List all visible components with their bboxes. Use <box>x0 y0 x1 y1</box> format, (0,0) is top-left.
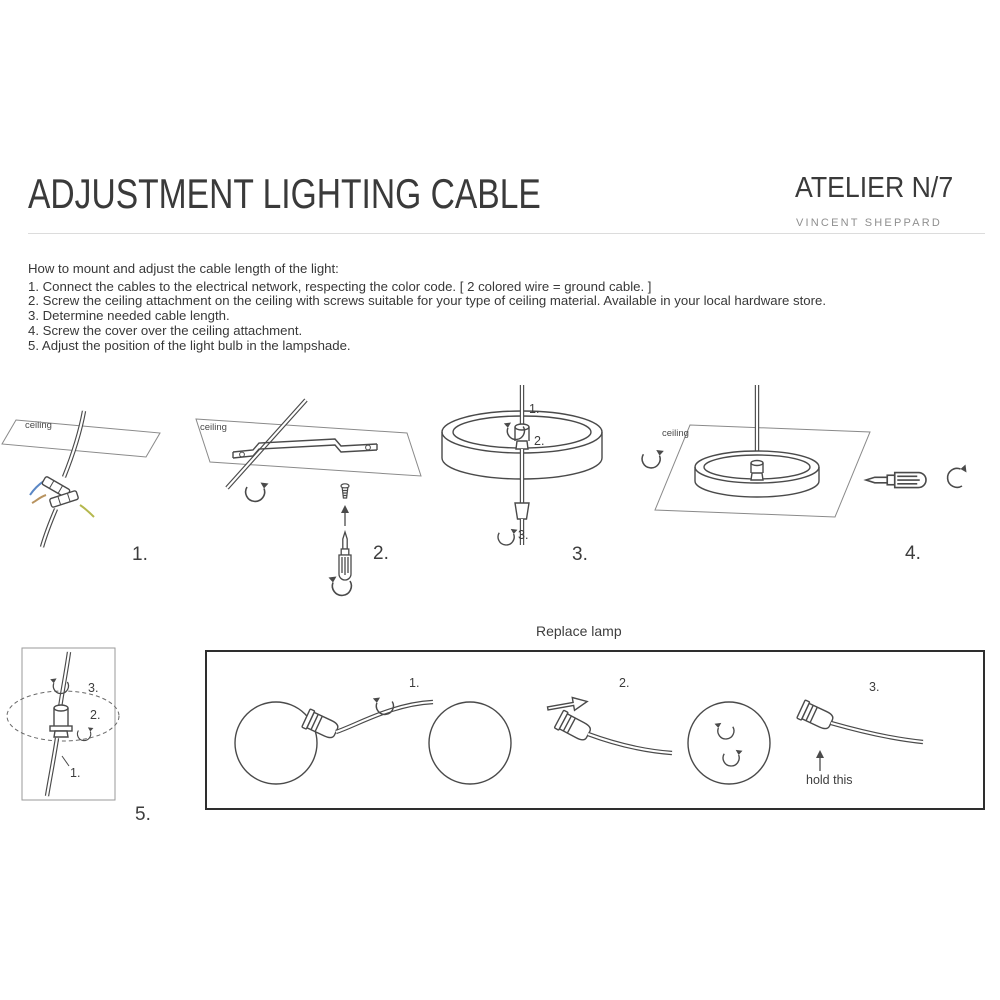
light-bulb <box>428 701 512 785</box>
cable-line <box>61 410 87 478</box>
diagram-step3 <box>441 385 603 546</box>
step3-number-label: 3. <box>572 544 588 565</box>
instruction-step-1: 1. Connect the cables to the electrical … <box>28 278 652 294</box>
cable-line <box>39 508 59 548</box>
rotation-arrow-icon <box>946 463 968 489</box>
page-title: ADJUSTMENT LIGHTING CABLE <box>28 170 541 217</box>
ceiling-label: ceiling <box>662 428 689 439</box>
step3-substep3-label: 3. <box>518 528 529 542</box>
light-bulb <box>234 701 318 785</box>
cover-bottom-edge <box>694 480 820 498</box>
brand-subtitle: VINCENT SHEPPARD <box>796 217 943 229</box>
cable-line <box>44 737 60 797</box>
screw-icon <box>340 483 350 499</box>
lamp-socket <box>553 709 594 745</box>
cable-line <box>225 398 308 490</box>
step1-number-label: 1. <box>132 544 148 565</box>
up-arrow-icon <box>340 504 350 527</box>
header-divider <box>28 233 985 234</box>
step5-substep2-label: 2. <box>90 708 101 722</box>
diagram-step2 <box>195 398 422 597</box>
replace-lamp-panel <box>205 650 985 810</box>
step5-substep1-label: 1. <box>70 766 81 780</box>
replace-substep2-label: 2. <box>619 676 630 690</box>
ground-wire <box>79 504 95 518</box>
cover-side-walls <box>694 467 820 481</box>
diagram-step1 <box>1 410 161 548</box>
diagram-step5 <box>6 647 120 801</box>
cable-line <box>57 651 72 709</box>
step3-substep2-label: 2. <box>534 434 545 448</box>
direction-arrow-icon <box>546 696 589 712</box>
instruction-step-4: 4. Screw the cover over the ceiling atta… <box>28 322 303 338</box>
ceiling-plane <box>1 419 161 458</box>
instruction-step-3: 3. Determine needed cable length. <box>28 308 230 324</box>
step5-substep3-label: 3. <box>88 681 99 695</box>
step4-number-label: 4. <box>905 543 921 564</box>
instructions-block: How to mount and adjust the cable length… <box>28 261 973 353</box>
lamp-socket <box>49 704 73 738</box>
brand-logo: ATELIER N/7 <box>795 172 954 204</box>
cable-line <box>830 720 924 745</box>
instruction-step-2: 2. Screw the ceiling attachment on the c… <box>28 293 826 309</box>
diagram-step4 <box>641 385 968 518</box>
terminal-connector-icon <box>49 490 79 508</box>
ceiling-attachment <box>750 459 764 481</box>
hold-this-label: hold this <box>806 773 853 787</box>
screwdriver-icon <box>865 471 927 489</box>
step2-number-label: 2. <box>373 543 389 564</box>
instructions-intro: How to mount and adjust the cable length… <box>28 261 339 276</box>
instruction-step-5: 5. Adjust the position of the light bulb… <box>28 337 351 353</box>
cable-line <box>587 731 673 756</box>
ceiling-label: ceiling <box>200 422 227 433</box>
up-arrow-icon <box>815 749 825 772</box>
ceiling-attachment <box>514 423 530 450</box>
replace-substep3-label: 3. <box>869 680 880 694</box>
rotation-arrow-icon <box>497 528 519 546</box>
lamp-socket <box>796 699 836 733</box>
replace-lamp-title: Replace lamp <box>536 623 622 639</box>
rotation-arrow-icon <box>244 481 270 503</box>
replace-substep1-label: 1. <box>409 676 420 690</box>
cover-side-walls <box>441 432 603 458</box>
step5-number-label: 5. <box>135 804 151 825</box>
brown-wire <box>31 494 47 504</box>
ceiling-label: ceiling <box>25 420 52 431</box>
ceiling-plane <box>195 418 422 477</box>
rotation-arrow-icon <box>641 449 665 469</box>
replace-lamp-diagram <box>234 696 924 785</box>
pointer-line <box>61 755 70 767</box>
cord-grip <box>514 502 530 520</box>
ceiling-bracket <box>232 438 378 459</box>
step3-substep1-label: 1. <box>529 402 540 416</box>
cable-line <box>335 699 434 735</box>
light-bulb <box>687 701 771 785</box>
screwdriver-icon <box>338 531 352 581</box>
